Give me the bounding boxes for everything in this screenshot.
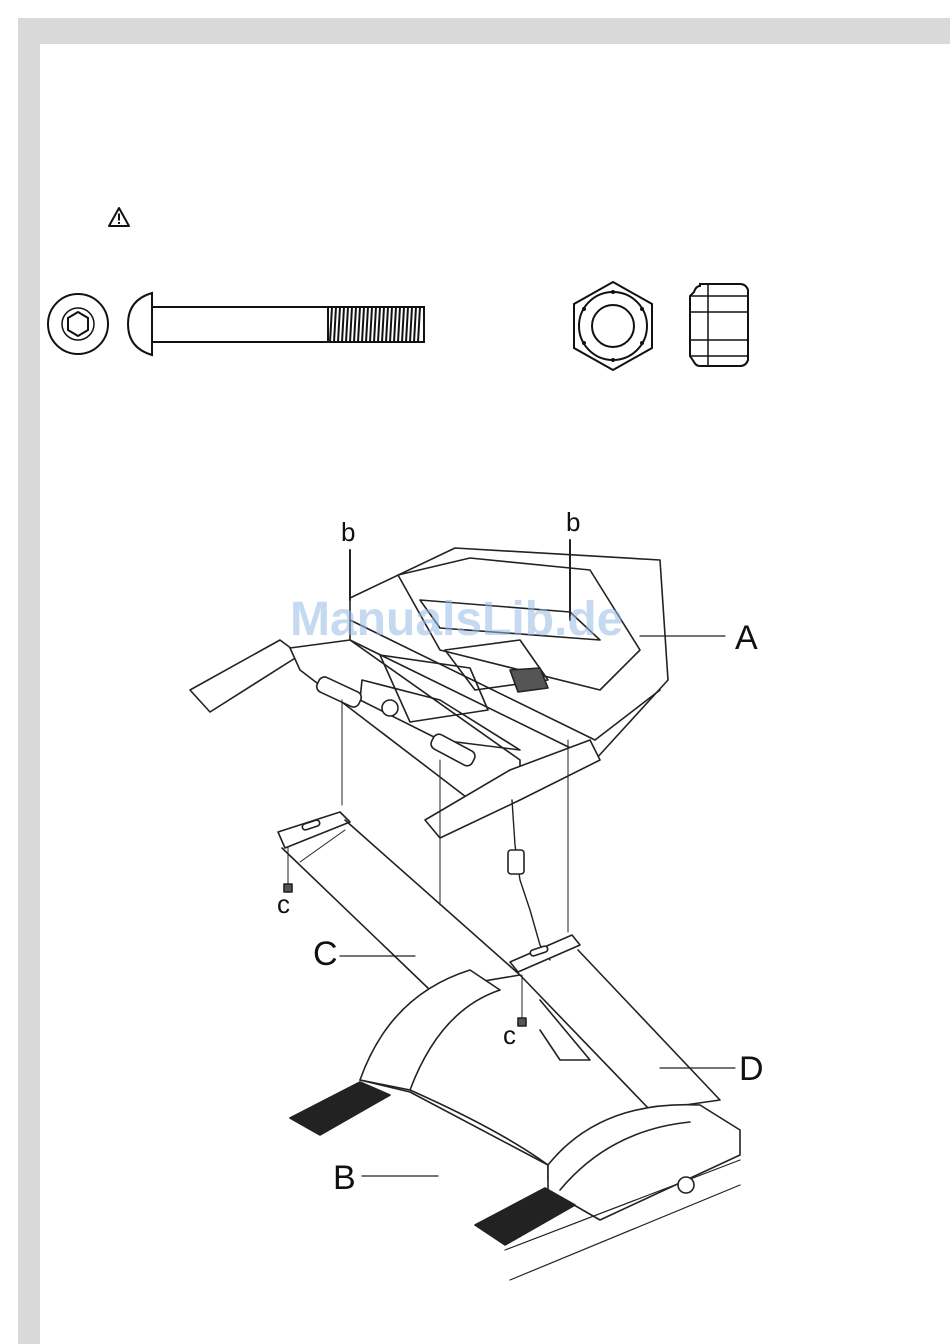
label-bolt-b-left: b xyxy=(341,519,355,545)
label-part-b: B xyxy=(333,1161,356,1195)
upright-part-d xyxy=(510,935,720,1110)
watermark-text: ManualsLib.de xyxy=(290,592,670,647)
label-nut-c-left: c xyxy=(277,891,290,917)
base-part-b xyxy=(290,970,740,1280)
label-part-c: C xyxy=(313,937,338,971)
nut-c-right xyxy=(518,1018,526,1026)
label-nut-c-right: c xyxy=(503,1022,516,1048)
label-part-d: D xyxy=(739,1052,764,1086)
label-part-a: A xyxy=(735,621,758,655)
label-bolt-b-right: b xyxy=(566,509,580,535)
